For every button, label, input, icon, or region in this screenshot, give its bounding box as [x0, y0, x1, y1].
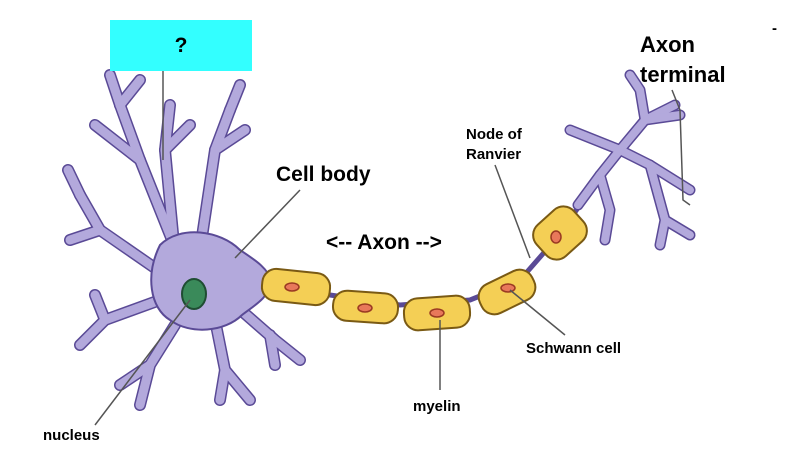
leader-lines: [94, 68, 691, 426]
leader-axon-terminal: [671, 89, 691, 206]
label-axon: <-- Axon -->: [326, 231, 442, 254]
myelin-sheaths: [260, 205, 588, 332]
nucleus: [181, 278, 207, 310]
leader-nucleus: [94, 299, 191, 426]
label-node-of-ranvier-line1: Node of: [466, 126, 522, 143]
label-cell-body: Cell body: [276, 163, 371, 186]
leader-cell-body: [234, 189, 301, 259]
label-myelin: myelin: [413, 398, 461, 415]
cell-body-dendrites: [62, 69, 306, 411]
leader-schwann-cell: [509, 289, 566, 336]
axon-terminal-branches: [564, 69, 696, 251]
schwann-nuclei: [284, 230, 562, 318]
leader-node-of-ranvier: [494, 164, 531, 259]
cell-body: [150, 231, 273, 331]
label-schwann-cell: Schwann cell: [526, 340, 622, 357]
unknown-label: ?: [174, 33, 188, 57]
corner-mark: -: [772, 20, 777, 37]
label-nucleus: nucleus: [43, 427, 100, 444]
label-node-of-ranvier-line2: Ranvier: [466, 146, 522, 163]
label-axon-terminal-line2: terminal: [640, 62, 726, 87]
label-axon-terminal-line1: Axon: [640, 32, 695, 57]
unknown-label-box: ?: [110, 20, 252, 71]
